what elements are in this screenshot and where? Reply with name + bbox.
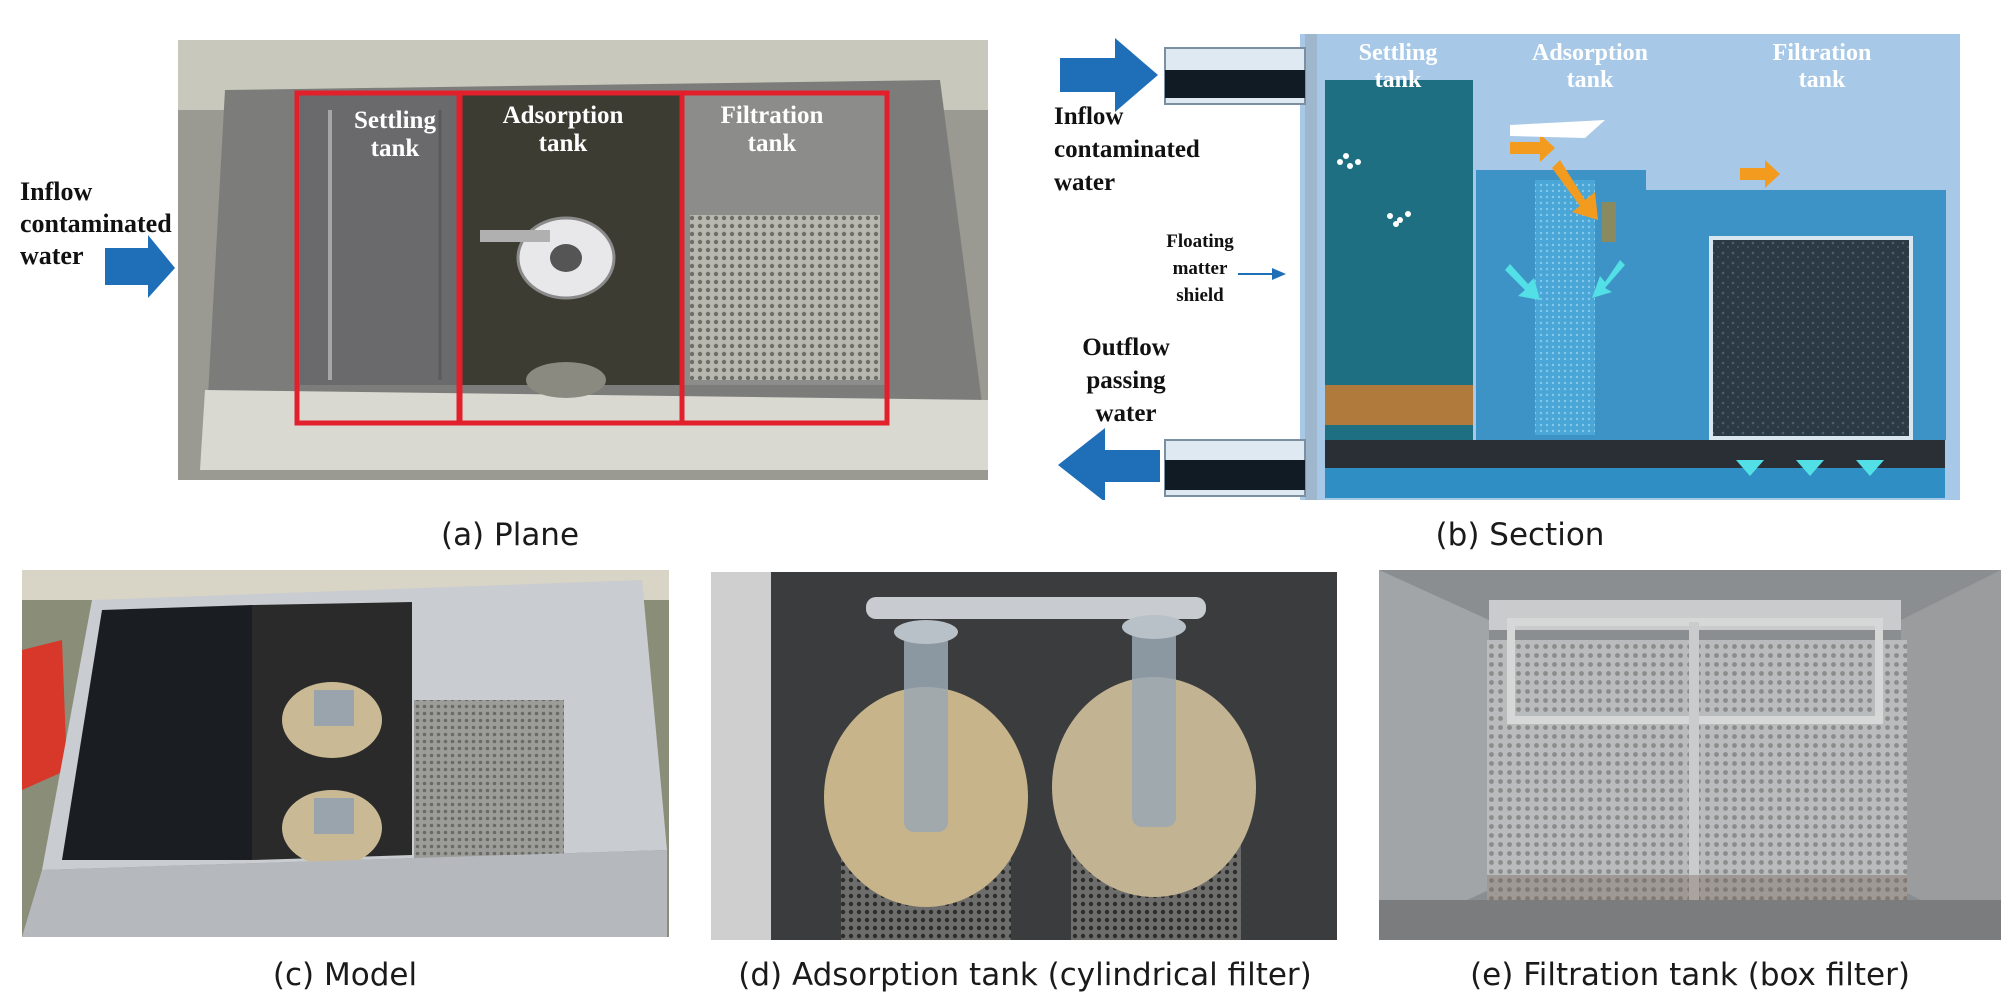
filtration-highlight-frame — [679, 90, 890, 426]
box-filter-mesh — [690, 215, 880, 380]
section-adsorption-label-1: Adsorption — [1532, 40, 1648, 66]
section-shield-label-3: shield — [1176, 285, 1224, 306]
model-settling-section — [62, 605, 252, 860]
top-bracket — [866, 597, 1206, 619]
section-outflow-label-2: passing — [1086, 367, 1166, 394]
section-inflow-arrow — [1060, 38, 1158, 112]
section-diagram: Settling tank Adsorption tank Filtration… — [1054, 34, 1960, 500]
model-box-filter — [414, 700, 564, 860]
plane-settling-label-2: tank — [371, 135, 420, 162]
settling-tank-section — [1325, 80, 1473, 440]
flow-arrow-down-3 — [1856, 460, 1884, 476]
caption-d: (d) Adsorption tank (cylindrical filter) — [738, 957, 1312, 993]
section-outflow-label-3: water — [1095, 400, 1156, 427]
plane-inflow-label-2: contaminated — [20, 209, 172, 238]
plane-adsorption-label-2: tank — [539, 130, 588, 157]
plane-filtration-label-1: Filtration — [721, 102, 824, 129]
panel-c-model — [22, 570, 669, 937]
sediment-layer — [1325, 385, 1473, 425]
plane-adsorption-label-1: Adsorption — [503, 102, 624, 129]
panel-a-plane: Settling tank Adsorption tank Filtration… — [0, 30, 1000, 490]
shield-pointer-arrow — [1272, 268, 1286, 280]
flow-arrow-cyan-2 — [1592, 260, 1625, 298]
pipe-left — [904, 632, 948, 832]
outflow-channel — [1325, 468, 1945, 498]
caption-e: (e) Filtration tank (box filter) — [1470, 957, 1910, 993]
panel-b-section: Settling tank Adsorption tank Filtration… — [1040, 20, 1980, 500]
section-inflow-label-2: contaminated — [1054, 136, 1200, 163]
filtration-photo-illustration — [1379, 570, 2001, 940]
settling-compartment — [300, 95, 458, 385]
plane-inflow-label-1: Inflow — [20, 177, 92, 206]
flow-arrow-orange-2 — [1740, 160, 1780, 188]
cylindrical-filter-section — [1535, 180, 1595, 435]
flow-arrow-down-1 — [1736, 460, 1764, 476]
panel-d-adsorption — [711, 572, 1337, 940]
plane-inflow-arrow — [105, 235, 175, 298]
flow-arrow-down-2 — [1796, 460, 1824, 476]
panel-e-filtration — [1379, 570, 2001, 940]
pipe-right — [1132, 627, 1176, 827]
section-inflow-label-3: water — [1054, 169, 1115, 196]
flow-arrow-cyan-1 — [1505, 264, 1540, 300]
model-photo-illustration — [22, 570, 669, 937]
flow-arrow-orange-1 — [1510, 134, 1555, 162]
section-inflow-label-1: Inflow — [1054, 103, 1123, 130]
caption-c: (c) Model — [272, 957, 418, 993]
section-outflow-label-1: Outflow — [1082, 334, 1170, 361]
section-filtration-label-1: Filtration — [1773, 40, 1872, 66]
section-shield-label-1: Floating — [1166, 231, 1234, 252]
adsorption-photo-illustration — [711, 572, 1337, 940]
section-shield-label-2: matter — [1173, 258, 1228, 279]
floating-matter-shield — [1510, 120, 1605, 138]
plane-photo-illustration: Settling tank Adsorption tank Filtration… — [20, 40, 988, 480]
caption-b: (b) Section — [1435, 517, 1605, 553]
plane-filtration-label-2: tank — [748, 130, 797, 157]
plane-inflow-label-3: water — [20, 241, 84, 270]
plane-settling-label-1: Settling — [354, 107, 436, 134]
section-filtration-label-2: tank — [1799, 67, 1846, 93]
section-outflow-arrow — [1058, 428, 1160, 500]
flow-arrow-orange-3 — [1552, 160, 1598, 220]
red-inlet-hose — [22, 640, 67, 790]
box-filter-section — [1709, 236, 1913, 440]
section-settling-label-1: Settling — [1359, 40, 1438, 66]
section-adsorption-label-2: tank — [1567, 67, 1614, 93]
caption-a: (a) Plane — [440, 517, 580, 553]
section-settling-label-2: tank — [1375, 67, 1422, 93]
